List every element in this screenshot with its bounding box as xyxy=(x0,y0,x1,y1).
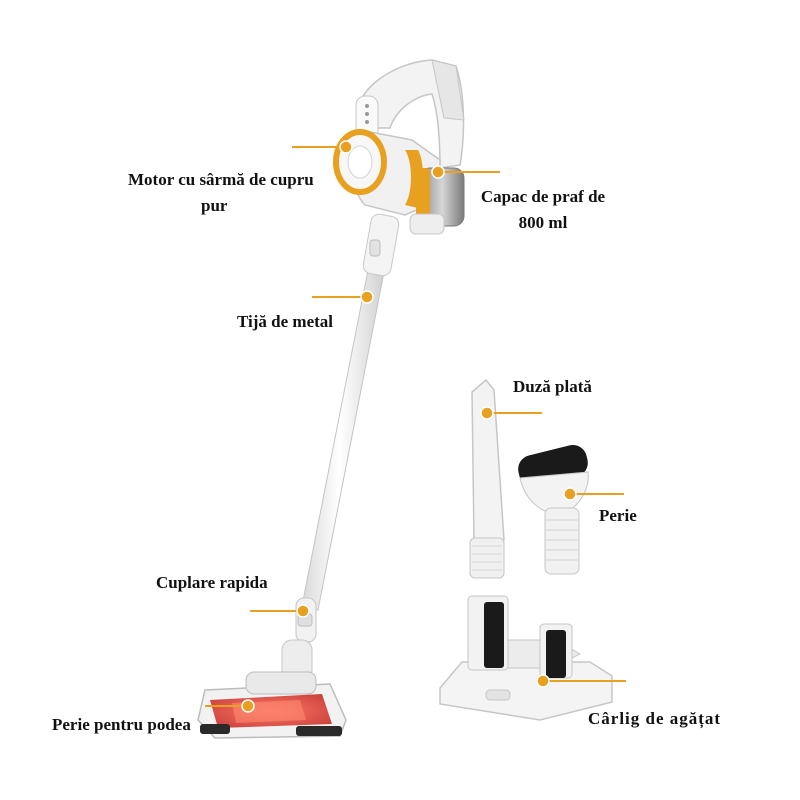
marker-metal-tube xyxy=(360,290,374,304)
tube-connector xyxy=(362,213,400,277)
label-motor: Motor cu sârmă de cupru pur xyxy=(128,167,314,219)
leader-lines xyxy=(205,140,626,713)
label-flat-nozzle: Duză plată xyxy=(513,377,592,396)
marker-hanging-hook xyxy=(536,674,550,688)
marker-quick-coupling xyxy=(296,604,310,618)
hanging-hook xyxy=(439,595,613,721)
label-floor-brush: Perie pentru podea xyxy=(52,715,191,734)
label-brush: Perie xyxy=(599,506,637,525)
marker-floor-brush xyxy=(241,699,255,713)
floor-brush xyxy=(197,671,347,739)
dusting-brush xyxy=(518,444,589,575)
flat-nozzle xyxy=(469,378,505,579)
label-dust-cup-line1: Capac de praf de xyxy=(480,187,606,206)
label-motor-line2: pur xyxy=(201,196,228,215)
label-metal-tube: Tijă de metal xyxy=(237,312,334,331)
marker-flat-nozzle xyxy=(480,406,494,420)
marker-dust-cup xyxy=(431,165,445,179)
label-hanging-hook: Cârlig de agățat xyxy=(588,709,722,728)
label-motor-line1: Motor cu sârmă de cupru xyxy=(128,170,314,189)
label-dust-cup-line2: 800 ml xyxy=(518,213,568,232)
label-dust-cup: Capac de praf de 800 ml xyxy=(478,184,608,236)
marker-brush xyxy=(563,487,577,501)
marker-motor xyxy=(339,140,353,154)
label-quick-coupling: Cuplare rapida xyxy=(156,573,268,592)
stick-vacuum xyxy=(197,59,465,739)
